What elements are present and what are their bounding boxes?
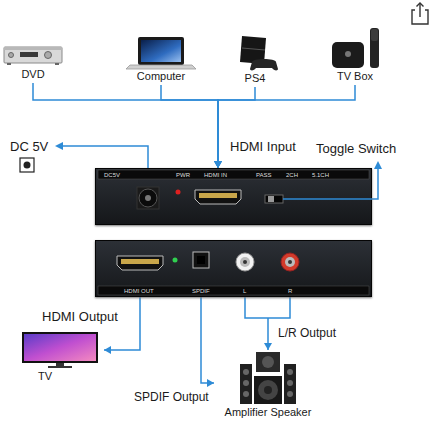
connector-line bbox=[245, 297, 290, 350]
device-label: TV Box bbox=[324, 70, 386, 83]
connector bbox=[245, 297, 290, 350]
connector bbox=[161, 85, 222, 168]
panel-label: L bbox=[243, 287, 246, 295]
panel-label: 2CH bbox=[286, 171, 298, 179]
dc-leader bbox=[62, 146, 148, 168]
edge-label: L/R Output bbox=[276, 326, 338, 340]
tv-icon bbox=[18, 330, 104, 370]
panel-label: PASS bbox=[256, 171, 272, 179]
device-label: DVD bbox=[2, 68, 64, 81]
connector bbox=[104, 297, 140, 354]
device-label: PS4 bbox=[228, 72, 282, 85]
device-node: TV bbox=[18, 330, 104, 383]
share-icon bbox=[412, 3, 428, 24]
tv-box-icon bbox=[324, 26, 386, 70]
connector-line bbox=[201, 297, 214, 383]
callout-label: Toggle Switch bbox=[316, 141, 396, 156]
connector bbox=[201, 297, 214, 387]
panel-label: R bbox=[288, 287, 292, 295]
device-node: DVD bbox=[2, 38, 64, 81]
connector-line bbox=[218, 87, 255, 168]
panel-label: HDMI OUT bbox=[124, 287, 154, 295]
panel-label: HDMI IN bbox=[204, 171, 227, 179]
device-node: TV Box bbox=[324, 26, 386, 83]
connector-line bbox=[161, 85, 218, 168]
connector bbox=[33, 83, 222, 168]
game-console-icon bbox=[228, 34, 282, 72]
arrow-head bbox=[264, 343, 272, 350]
device-panel: HDMI OUT SPDIF L R bbox=[95, 240, 372, 297]
device-node: Computer bbox=[118, 36, 204, 83]
device-label: TV bbox=[18, 370, 104, 383]
panel-label: SPDIF bbox=[192, 287, 210, 295]
device-node: PS4 bbox=[228, 34, 282, 85]
panel-label: PWR bbox=[176, 171, 190, 179]
callout-label: HDMI Input bbox=[230, 139, 296, 154]
panel-label: DC5V bbox=[104, 171, 120, 179]
device-label: Computer bbox=[118, 70, 204, 83]
arrow-head bbox=[214, 161, 222, 168]
front-panel-art bbox=[95, 168, 372, 225]
dc-leader-head bbox=[55, 142, 63, 150]
device-panel: DC5V PWR HDMI IN PASS 2CH 5.1CH bbox=[95, 168, 372, 225]
connector bbox=[214, 87, 255, 168]
arrow-head bbox=[207, 379, 214, 387]
toggle-leader bbox=[372, 168, 378, 199]
dvd-player-icon bbox=[2, 38, 64, 68]
edge-label: SPDIF Output bbox=[132, 390, 211, 404]
toggle-leader-head bbox=[374, 161, 382, 169]
device-label: Amplifier Speaker bbox=[214, 406, 322, 419]
arrow-head bbox=[214, 161, 222, 168]
arrow-head bbox=[214, 161, 222, 168]
arrow-head bbox=[214, 161, 222, 168]
panel-label: 5.1CH bbox=[312, 171, 329, 179]
connector-line bbox=[33, 83, 218, 168]
dc-jack-symbol bbox=[20, 158, 34, 172]
edge-label: HDMI Output bbox=[40, 310, 120, 324]
callout-label: DC 5V bbox=[10, 139, 48, 154]
arrow-head bbox=[104, 346, 111, 354]
device-node: Amplifier Speaker bbox=[214, 350, 322, 419]
speaker-icon bbox=[214, 350, 322, 406]
laptop-icon bbox=[118, 36, 204, 70]
